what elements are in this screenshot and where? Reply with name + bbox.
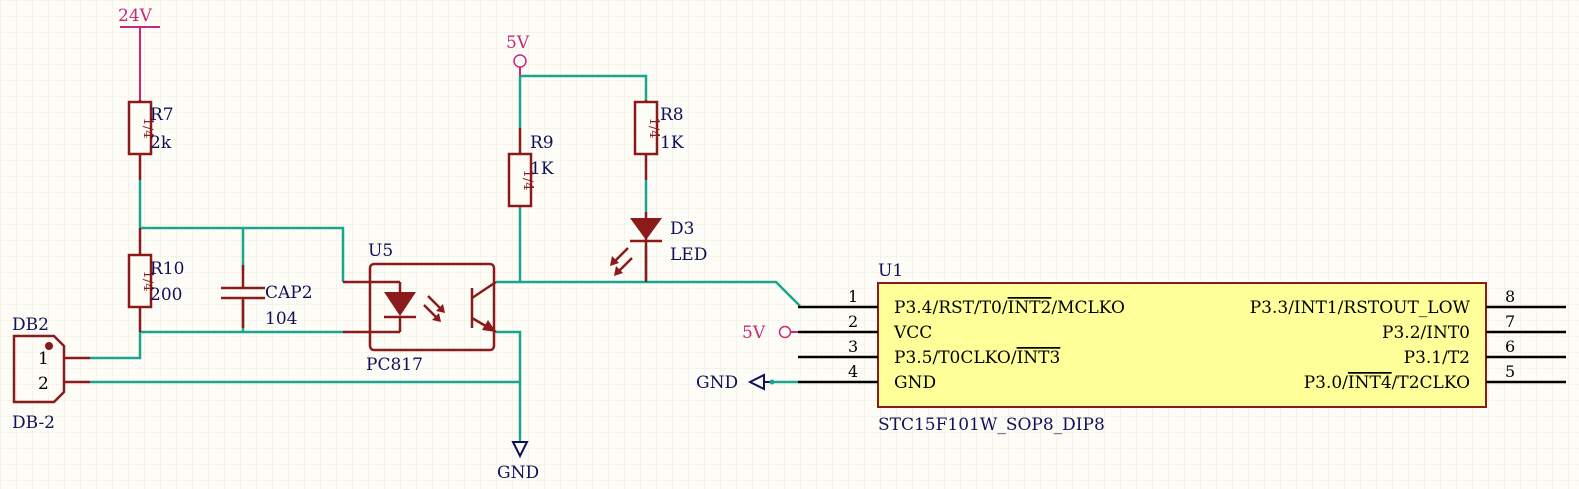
r9-designator: R9	[530, 133, 554, 153]
optocoupler-u5: U5 PC817	[343, 241, 497, 375]
label-5v-top: 5V	[506, 33, 530, 53]
mcu-u1: U1 1 2 3 4 P3.4/RST/T0/INT2/MCLKO VCC P3…	[798, 261, 1566, 435]
u5-value: PC817	[366, 355, 423, 375]
u5-designator: U5	[368, 241, 393, 261]
u1-pin7-name: P3.2/INT0	[1382, 323, 1470, 343]
u1-pin3-name: P3.5/T0CLKO/INT3	[894, 348, 1060, 368]
resistor-r8: 1/4 R8 1K	[633, 100, 684, 180]
resistor-r7: 1/4 R7 2k	[127, 100, 174, 180]
gnd-port-left: GND	[696, 373, 775, 393]
resistor-r9: 1/4 R9 1K	[507, 128, 554, 208]
u1-pin2-name: VCC	[893, 323, 932, 343]
db2-pin2-label: 2	[38, 374, 49, 394]
wire-emitter-to-gnd	[496, 330, 522, 442]
r8-designator: R8	[660, 105, 684, 125]
db2-pin1-label: 1	[38, 349, 49, 369]
led-d3: D3 LED	[610, 212, 707, 282]
u1-pin5-name: P3.0/INT4/T2CLKO	[1304, 373, 1470, 393]
connector-db2: 1 2 DB2 DB-2	[12, 315, 90, 433]
d3-designator: D3	[670, 219, 694, 239]
u1-pin6-number: 6	[1505, 337, 1515, 356]
r8-value: 1K	[660, 133, 684, 153]
capacitor-cap2: CAP2 104	[221, 265, 313, 329]
label-gnd-bottom: GND	[497, 463, 539, 483]
cap2-designator: CAP2	[265, 283, 313, 303]
r9-body-text: 1/4	[520, 170, 535, 191]
u1-pin2-number: 2	[848, 312, 858, 331]
r7-designator: R7	[150, 105, 174, 125]
u1-pin4-number: 4	[848, 362, 858, 381]
r7-body-text: 1/4	[140, 118, 155, 139]
r10-designator: R10	[150, 259, 184, 279]
r10-body-text: 1/4	[140, 271, 155, 292]
d3-value: LED	[670, 245, 707, 265]
u1-pin8-name: P3.3/INT1/RSTOUT_LOW	[1250, 298, 1471, 318]
r9-value: 1K	[530, 159, 554, 179]
power-port-5v-top: 5V	[506, 33, 530, 76]
r10-value: 200	[150, 285, 182, 305]
u1-pin8-number: 8	[1505, 287, 1515, 306]
wire-5v-r8	[520, 74, 648, 100]
cap2-value: 104	[265, 309, 297, 329]
label-gnd-left: GND	[696, 373, 738, 393]
wire-node-to-u5-pin1	[140, 226, 345, 282]
gnd-port-bottom: GND	[497, 441, 539, 483]
label-5v-left: 5V	[742, 323, 766, 343]
r7-value: 2k	[150, 133, 172, 153]
power-port-5v-left: 5V	[742, 323, 798, 343]
u1-pin5-number: 5	[1505, 362, 1515, 381]
resistor-r10: 1/4 R10 200	[127, 228, 184, 332]
db2-value: DB-2	[12, 413, 55, 433]
wire-collector-to-u1-pin1	[496, 280, 801, 307]
u1-pin7-number: 7	[1505, 312, 1515, 331]
u1-pin1-number: 1	[848, 287, 858, 306]
u1-designator: U1	[878, 261, 903, 281]
u1-pin4-name: GND	[894, 373, 936, 393]
u1-part-name: STC15F101W_SOP8_DIP8	[878, 415, 1105, 435]
wire-db2-pin1	[90, 332, 142, 360]
db2-designator: DB2	[12, 315, 49, 335]
u1-pin6-name: P3.1/T2	[1404, 348, 1470, 368]
power-port-24v: 24V	[118, 6, 160, 100]
r8-body-text: 1/4	[646, 118, 661, 139]
label-24v: 24V	[118, 6, 153, 26]
u1-pin1-name: P3.4/RST/T0/INT2/MCLKO	[894, 298, 1125, 318]
u1-pin3-number: 3	[848, 337, 858, 356]
